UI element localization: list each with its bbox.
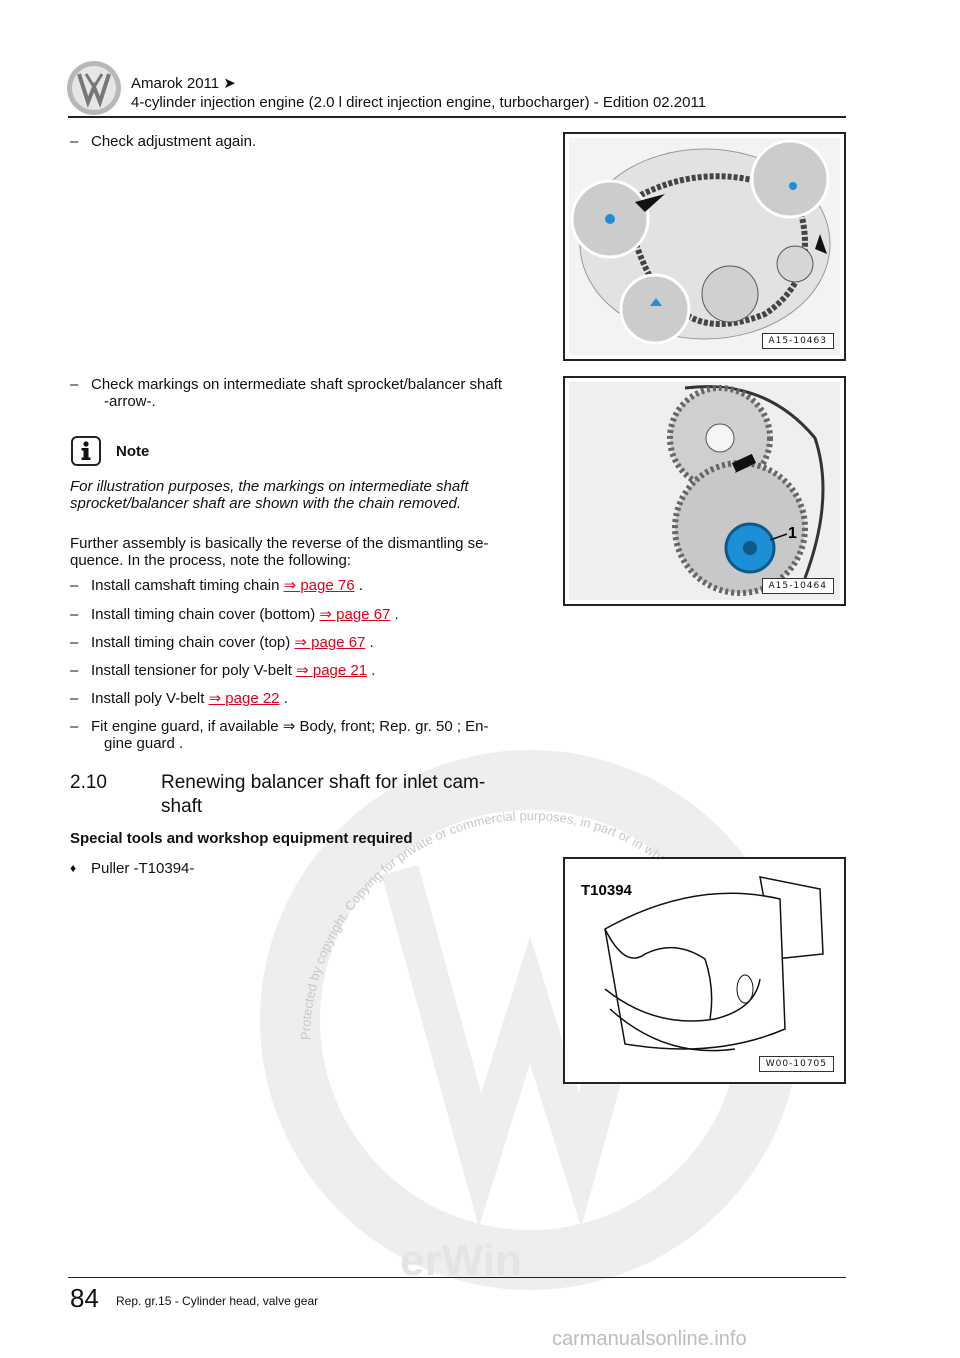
step-dash: – [70, 133, 79, 150]
note-info-icon [71, 436, 101, 466]
step-body: Install tensioner for poly V-belt ⇒ page… [91, 662, 375, 679]
step-tail: . [390, 606, 399, 623]
section-title-line2: shaft [161, 796, 203, 817]
header-engine-title: 4-cylinder injection engine (2.0 l direc… [131, 94, 707, 111]
site-watermark: carmanualsonline.info [552, 1328, 747, 1350]
puller-illustration: T10394 [581, 876, 824, 1052]
figure-label: A15-10464 [761, 578, 834, 594]
note-line: For illustration purposes, the markings … [70, 478, 469, 495]
watermark-brand: erWin [400, 1236, 522, 1285]
step-dash: – [70, 376, 79, 393]
step-tail: . [365, 634, 374, 651]
header-model: Amarok 2011 ➤ [131, 75, 236, 92]
step-body: Install poly V-belt ⇒ page 22 . [91, 690, 288, 707]
tools-heading: Special tools and workshop equipment req… [70, 830, 413, 847]
step-text-line2: -arrow-. [104, 393, 156, 410]
page-link[interactable]: ⇒ page 67 [319, 606, 391, 623]
step-text: Install timing chain cover (top) [91, 634, 295, 651]
page-number: 84 [70, 1283, 99, 1313]
step-text-line1: Check markings on intermediate shaft spr… [91, 376, 503, 393]
footer-chapter: Rep. gr.15 - Cylinder head, valve gear [116, 1294, 319, 1308]
tool-name: T10394 [581, 882, 633, 899]
note-line: sprocket/balancer shaft are shown with t… [70, 495, 462, 512]
figure-label: A15-10463 [761, 333, 834, 349]
step-dash: – [70, 718, 79, 735]
paragraph-line: quence. In the process, note the followi… [70, 552, 352, 569]
engine-chain-illustration [569, 138, 840, 355]
step-text: Install tensioner for poly V-belt [91, 662, 297, 679]
assembly-paragraph: Further assembly is basically the revers… [70, 535, 489, 569]
step-body: Install camshaft timing chain ⇒ page 76 … [91, 577, 363, 594]
tool-text: Puller -T10394- [91, 860, 195, 877]
step-text: Install camshaft timing chain [91, 577, 284, 594]
paragraph-line: Further assembly is basically the revers… [70, 535, 489, 552]
section-title-line1: Renewing balancer shaft for inlet cam- [161, 772, 486, 793]
callout-number: 1 [788, 525, 797, 542]
step-text-line1: Fit engine guard, if available ⇒ Body, f… [91, 718, 489, 735]
step-tail: . [367, 662, 376, 679]
page-link[interactable]: ⇒ page 67 [294, 634, 366, 651]
page-link[interactable]: ⇒ page 22 [208, 690, 280, 707]
step-text-line2: gine guard . [104, 735, 184, 752]
figure-balancer-shaft: 1 A15-10464 [563, 376, 846, 606]
step-dash: – [70, 606, 79, 623]
step-dash: – [70, 662, 79, 679]
step-dash: – [70, 690, 79, 707]
step-text: Install poly V-belt [91, 690, 209, 707]
step-tail: . [354, 577, 363, 594]
step-tail: . [279, 690, 288, 707]
note-title: Note [116, 443, 150, 460]
section-number: 2.10 [70, 772, 107, 793]
diamond-bullet-icon: ♦ [70, 861, 77, 875]
step-text: Install timing chain cover (bottom) [91, 606, 320, 623]
footer-rule [68, 1277, 846, 1278]
figure-puller-tool: T10394 W00-10705 [563, 857, 846, 1084]
step-body: Install timing chain cover (bottom) ⇒ pa… [91, 606, 399, 623]
step-dash: – [70, 577, 79, 594]
header-rule [68, 116, 846, 118]
vw-logo-icon [67, 61, 121, 115]
page-link[interactable]: ⇒ page 21 [296, 662, 368, 679]
note-text: For illustration purposes, the markings … [70, 478, 540, 512]
step-dash: – [70, 634, 79, 651]
balancer-shaft-illustration: 1 [569, 382, 840, 600]
figure-timing-chain: A15-10463 [563, 132, 846, 361]
page-link[interactable]: ⇒ page 76 [283, 577, 355, 594]
step-body: Install timing chain cover (top) ⇒ page … [91, 634, 374, 651]
step-text: Check adjustment again. [91, 133, 257, 150]
figure-label: W00-10705 [758, 1056, 834, 1072]
